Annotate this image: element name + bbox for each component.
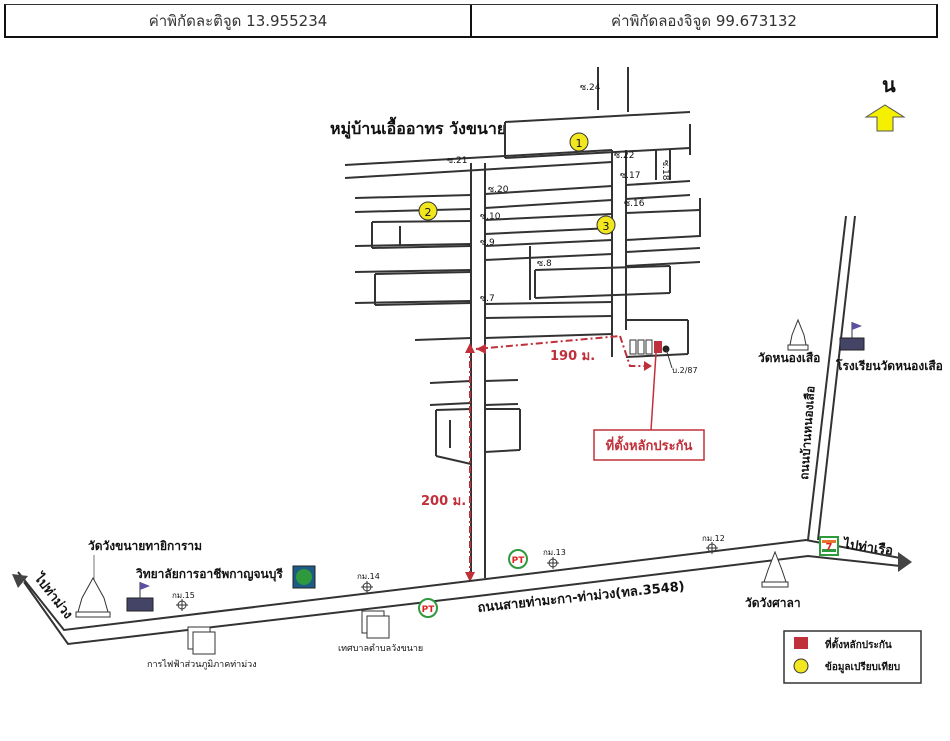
- north-label: น: [882, 73, 896, 97]
- km14-label: กม.14: [357, 572, 380, 581]
- svg-text:1: 1: [576, 137, 583, 150]
- convenience-store-icon: 7: [819, 536, 839, 556]
- legend-comparison-label: ข้อมูลเปรียบเทียบ: [825, 661, 900, 674]
- soi-8-label: ซ.8: [537, 259, 552, 269]
- collateral-pointer: [650, 352, 657, 431]
- municipality-label: เทศบาลตำบลวังขนาย: [338, 643, 423, 654]
- temple-icon: [761, 550, 789, 588]
- soi-10-label: ซ.10: [480, 212, 501, 222]
- svg-text:7: 7: [826, 542, 833, 553]
- soi-20-label: ซ.20: [488, 185, 509, 195]
- village-title: หมู่บ้านเอื้ออาทร วังขนาย: [330, 116, 506, 140]
- soi-labels: ซ.24 ซ.21 ซ.22 ซ.18 ซ.17 ซ.20 ซ.16 ซ.10 …: [447, 83, 670, 304]
- soi-18-label: ซ.18: [660, 160, 670, 181]
- comparison-marker-1[interactable]: 1: [569, 132, 589, 152]
- soi-22-label: ซ.22: [614, 151, 634, 161]
- house-number: บ.2/87: [672, 366, 698, 375]
- map-legend: ที่ตั้งหลักประกัน ข้อมูลเปรียบเทียบ: [783, 630, 922, 684]
- soi-16-label: ซ.16: [624, 199, 645, 209]
- pea-office-label: การไฟฟ้าส่วนภูมิภาคท่าม่วง: [147, 659, 257, 670]
- svg-text:2: 2: [425, 206, 432, 219]
- temple-wang-khanai-label: วัดวังขนายทายิการาม: [88, 539, 202, 553]
- village-roads: [344, 67, 701, 578]
- soi-21-label: ซ.21: [447, 156, 467, 166]
- temple-icon: [787, 318, 809, 351]
- distance-190m: 190 ม.: [475, 335, 652, 371]
- collateral-marker[interactable]: [654, 341, 673, 369]
- north-arrow: น: [864, 73, 906, 132]
- svg-text:PT: PT: [512, 556, 526, 566]
- collateral-callout: ที่ตั้งหลักประกัน: [593, 429, 705, 461]
- soi-9-label: ซ.9: [480, 238, 495, 248]
- school-icon: [839, 322, 865, 351]
- collateral-callout-label: ที่ตั้งหลักประกัน: [606, 435, 693, 454]
- main-road-label: ถนนสายท่ามะกา-ท่าม่วง(ทล.3548): [477, 579, 686, 616]
- school-nong-suea-label: โรงเรียนวัดหนองเสือ: [835, 358, 943, 373]
- km15-label: กม.15: [172, 591, 195, 600]
- bank-icon: [292, 565, 316, 589]
- soi-24-label: ซ.24: [580, 83, 601, 93]
- coordinate-bar: ค่าพิกัดละติจูด 13.955234 ค่าพิกัดลองจิจ…: [4, 4, 938, 38]
- college-icon: [126, 582, 154, 612]
- building-icon: [187, 610, 390, 655]
- svg-text:PT: PT: [422, 605, 436, 615]
- comparison-marker-2[interactable]: 2: [418, 201, 438, 221]
- km-post-icon: [176, 542, 718, 611]
- distance-200-label: 200 ม.: [421, 494, 466, 509]
- longitude-label: ค่าพิกัดลองจิจูด 99.673132: [470, 5, 936, 36]
- soi-7-label: ซ.7: [480, 294, 495, 304]
- comparison-marker-3[interactable]: 3: [596, 215, 616, 235]
- nong-suea-road: [807, 215, 856, 541]
- temple-nong-suea-label: วัดหนองเสือ: [758, 351, 820, 365]
- temple-icon: [75, 576, 111, 618]
- nong-suea-road-label: ถนนบ้านหนองเสือ: [797, 385, 818, 480]
- main-highway: [12, 538, 912, 646]
- km12-label: กม.12: [702, 534, 725, 543]
- soi-17-label: ซ.17: [620, 171, 640, 181]
- distance-190-label: 190 ม.: [550, 349, 595, 364]
- temple-wang-sala-label: วัดวังศาลา: [745, 596, 801, 610]
- distance-200m: 200 ม.: [421, 343, 475, 582]
- gas-station-icon: PT PT: [418, 549, 528, 618]
- km13-label: กม.13: [543, 548, 566, 557]
- legend-comparison-swatch: [793, 658, 809, 674]
- svg-text:3: 3: [603, 220, 610, 233]
- legend-collateral-label: ที่ตั้งหลักประกัน: [825, 637, 892, 651]
- latitude-label: ค่าพิกัดละติจูด 13.955234: [148, 11, 328, 30]
- college-label: วิทยาลัยการอาชีพกาญจนบุรี: [136, 567, 284, 582]
- legend-collateral-swatch: [794, 637, 808, 649]
- to-tha-rua-label: ไปท่าเรือ: [840, 535, 894, 559]
